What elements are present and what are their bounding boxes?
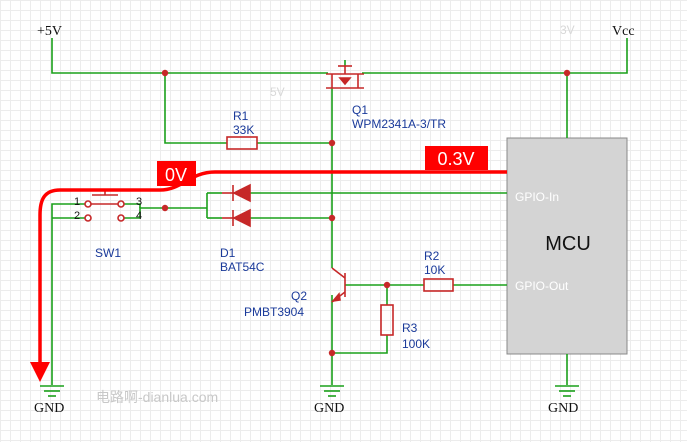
gnd-symbol-left (40, 385, 64, 397)
r3-value-label: 100K (402, 337, 430, 351)
sw1-pin-1: 1 (74, 196, 80, 208)
q1-pmosfet-symbol (326, 65, 364, 89)
point3-v-label: 0.3V (437, 149, 474, 169)
junctions (161, 69, 571, 357)
mcu-label: MCU (545, 233, 591, 255)
r3-ref-label: R3 (402, 321, 418, 335)
zero-v-badge (157, 161, 196, 186)
d1-part-label: BAT54C (220, 260, 265, 274)
mcu-block (506, 137, 628, 355)
sw1-pin-3: 3 (136, 196, 142, 208)
gnd-symbol-mid (320, 385, 344, 397)
faint-5v-label: 5V (270, 85, 285, 99)
q1-ref-label: Q1 (352, 103, 368, 117)
sw1-ref-label: SW1 (95, 246, 121, 260)
rail-plus5v-label: +5V (37, 24, 62, 39)
sw1-pin-2: 2 (74, 210, 80, 222)
watermark: 电路啊-dianlua.com (96, 389, 218, 405)
d1-ref-label: D1 (220, 246, 236, 260)
mcu-pin-gpio-in: GPIO-In (515, 190, 559, 204)
q2-ref-label: Q2 (291, 289, 307, 303)
q2-part-label: PMBT3904 (244, 305, 304, 319)
r2-ref-label: R2 (424, 249, 440, 263)
point3-v-badge (425, 146, 488, 170)
sw1-switch (84, 190, 125, 222)
current-path-arrowhead (30, 362, 50, 382)
current-path-annotation (38, 170, 507, 370)
r1-value-label: 33K (233, 123, 254, 137)
q2-npn-symbol (331, 267, 346, 303)
gnd-mid-label: GND (314, 401, 344, 416)
gnd-symbol-right (555, 385, 579, 397)
r3-resistor (380, 304, 394, 336)
faint-3v-label: 3V (560, 23, 575, 37)
sw1-pin-4: 4 (136, 210, 142, 222)
mcu-pin-gpio-out: GPIO-Out (515, 279, 569, 293)
r1-ref-label: R1 (233, 109, 249, 123)
zero-v-label: 0V (165, 165, 187, 185)
d1-diode-pair (222, 183, 251, 228)
rail-vcc-label: Vcc (612, 24, 635, 39)
r2-value-label: 10K (424, 263, 445, 277)
r1-resistor (226, 136, 258, 150)
q1-part-label: WPM2341A-3/TR (352, 117, 446, 131)
r2-resistor (423, 278, 454, 292)
gnd-right-label: GND (548, 401, 578, 416)
gnd-left-label: GND (34, 401, 64, 416)
